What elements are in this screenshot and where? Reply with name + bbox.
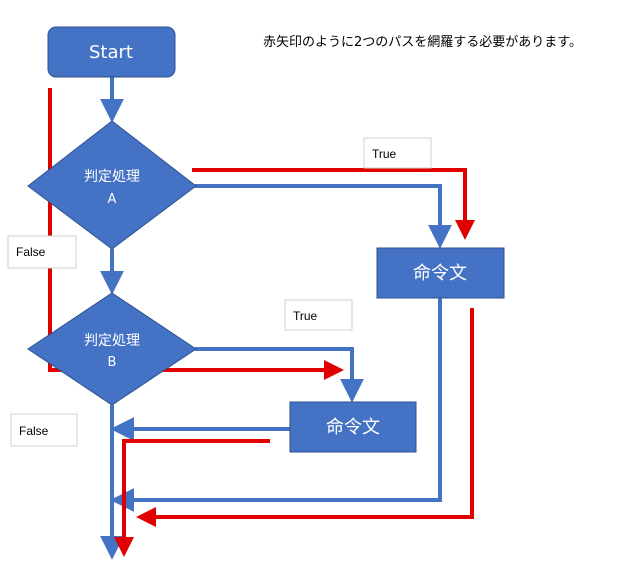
start-label: Start <box>89 42 133 63</box>
decision-a-label: 判定処理 <box>84 169 140 185</box>
label-false-a-text: False <box>16 245 46 259</box>
blue-flow-lines <box>100 77 452 560</box>
coverage-note: 赤矢印のように2つのパスを網羅する必要があります。 <box>263 35 582 50</box>
red-path-command-2-return <box>114 439 270 557</box>
command-2-node: 命令文 <box>289 401 417 453</box>
decision-b-node: 判定処理 B <box>27 292 197 406</box>
label-false-b-text: False <box>19 424 49 438</box>
flow-a-true-to-command-1 <box>195 184 452 249</box>
label-true-b-text: True <box>293 309 318 323</box>
red-path-command-1-return <box>136 308 474 527</box>
label-true-b: True <box>284 299 353 331</box>
command-2-label: 命令文 <box>326 417 380 438</box>
decision-b-label: 判定処理 <box>84 333 140 349</box>
command-1-label: 命令文 <box>413 263 467 284</box>
label-true-a-text: True <box>372 147 397 161</box>
command-1-node: 命令文 <box>376 247 505 299</box>
start-node: Start <box>47 26 176 78</box>
flow-command-1-return <box>110 298 442 512</box>
label-true-a: True <box>363 137 432 169</box>
decision-a-id: A <box>108 192 117 207</box>
decision-b-id: B <box>108 355 117 370</box>
red-path-true-a <box>192 168 475 240</box>
decision-a-node: 判定処理 A <box>27 120 197 250</box>
flow-b-true-to-command-2 <box>195 347 364 403</box>
label-false-b: False <box>10 413 78 447</box>
label-false-a: False <box>7 235 77 269</box>
